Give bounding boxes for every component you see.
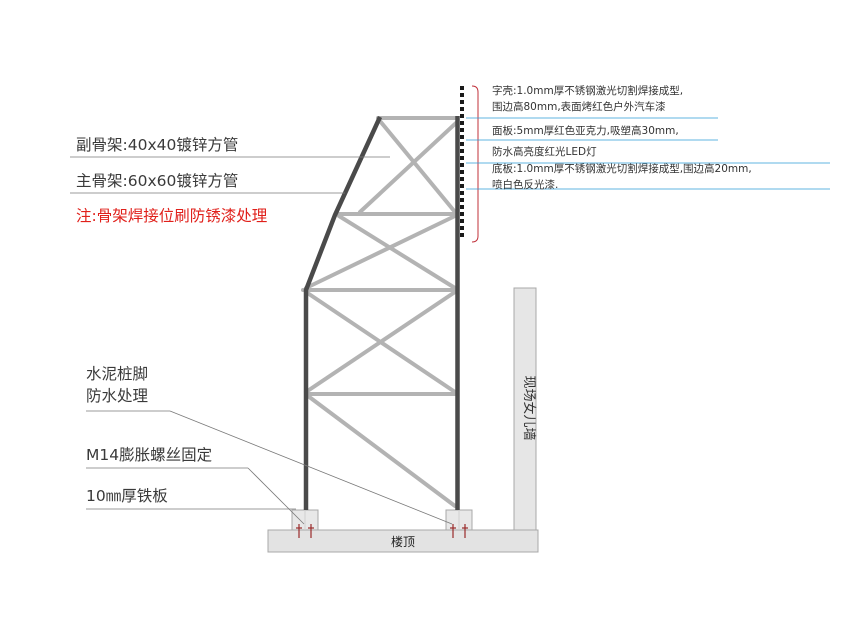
roof-slab: 楼顶	[267, 529, 539, 553]
waterproof-label: 防水处理	[86, 387, 148, 405]
sub-frame-members	[301, 116, 458, 508]
pile-label: 水泥桩脚	[86, 365, 148, 383]
parapet-wall-label: 现场女儿墙	[521, 375, 537, 440]
pile-foot-right	[445, 509, 473, 531]
main-frame-label: 主骨架:60x60镀锌方管	[76, 172, 238, 190]
left-leader-lines	[70, 156, 453, 525]
spec-notes: 字壳:1.0mm厚不锈钢激光切割焊接成型, 围边高80mm,表面烤红色户外汽车漆…	[492, 84, 752, 191]
main-frame-members	[303, 116, 460, 510]
expansion-bolts	[296, 524, 468, 538]
plate-label: 10㎜厚铁板	[86, 487, 168, 505]
left-labels: 副骨架:40x40镀锌方管 主骨架:60x60镀锌方管 注:骨架焊接位刷防锈漆处…	[76, 136, 267, 505]
bolt-label: M14膨胀螺丝固定	[86, 446, 212, 464]
sub-frame-label: 副骨架:40x40镀锌方管	[76, 136, 238, 154]
weld-note-label: 注:骨架焊接位刷防锈漆处理	[76, 207, 267, 225]
spec-led: 防水高亮度红光LED灯	[492, 145, 597, 158]
spec-base-line-2: 喷白色反光漆.	[492, 178, 558, 191]
sign-letter-body	[460, 85, 479, 243]
parapet-wall: 现场女儿墙	[513, 287, 537, 531]
spec-leader-lines	[466, 117, 830, 190]
spec-shell-line-2: 围边高80mm,表面烤红色户外汽车漆	[492, 100, 666, 113]
pile-foot-left	[291, 509, 319, 531]
spec-shell-line-1: 字壳:1.0mm厚不锈钢激光切割焊接成型,	[492, 84, 683, 97]
spec-face: 面板:5mm厚红色亚克力,吸塑高30mm,	[492, 124, 679, 137]
roof-label: 楼顶	[391, 534, 415, 549]
spec-base-line-1: 底板:1.0mm厚不锈钢激光切割焊接成型,围边高20mm,	[492, 162, 752, 175]
